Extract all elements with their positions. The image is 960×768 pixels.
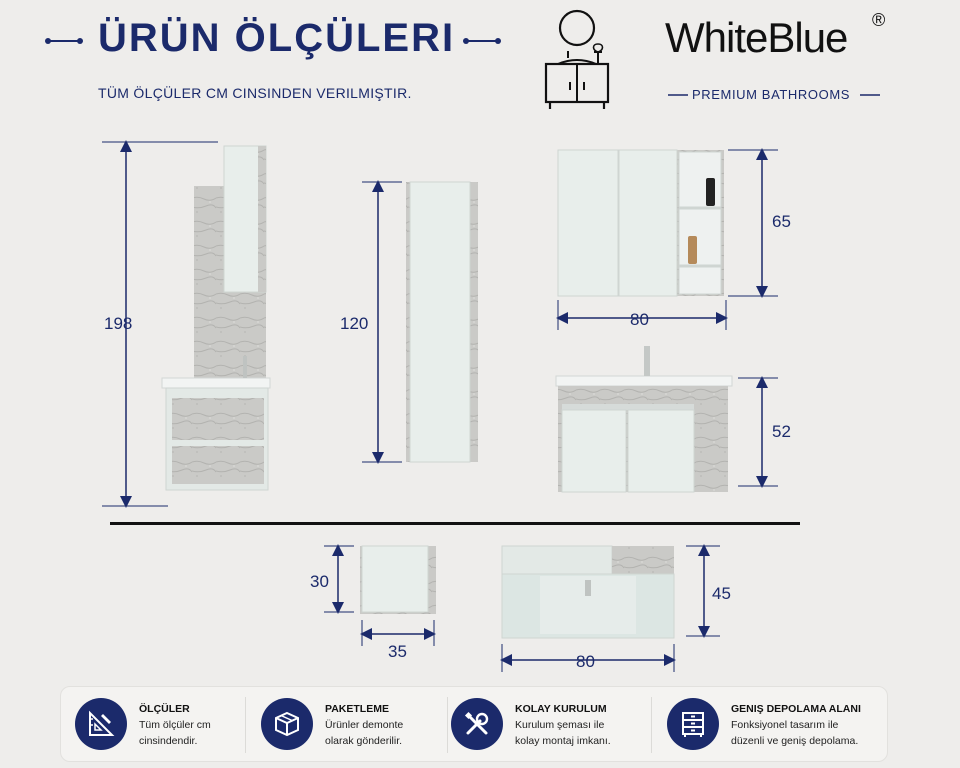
dim-small-cabinet-height: 30 xyxy=(310,572,329,591)
ruler-icon xyxy=(75,698,127,750)
vanity-icon xyxy=(544,9,610,109)
feature-desc-line1: Kurulum şeması ile xyxy=(515,719,605,731)
product-drawing xyxy=(102,140,778,672)
brand-tagline: PREMIUM BATHROOMS xyxy=(692,87,851,102)
base-cabinet-view xyxy=(555,346,733,493)
feature-desc-line2: kolay montaj imkanı. xyxy=(515,735,611,747)
feature-easy-install: KOLAY KURULUM Kurulum şeması ile kolay m… xyxy=(437,687,647,763)
dim-base-cabinet-height: 52 xyxy=(772,422,791,441)
tall-cabinet-view xyxy=(406,181,478,463)
tagline-line-right xyxy=(860,94,880,96)
dim-sink-top-width: 80 xyxy=(576,652,595,671)
feature-desc-line2: olarak gönderilir. xyxy=(325,735,403,747)
mirror-cabinet-view xyxy=(557,149,724,297)
tagline-line-left xyxy=(668,94,688,96)
sink-top-view xyxy=(501,545,675,639)
feature-desc-line2: düzenli ve geniş depolama. xyxy=(731,735,859,747)
feature-title: PAKETLEME xyxy=(325,703,389,715)
decor-dots-left xyxy=(45,38,83,44)
full-set-view xyxy=(161,145,271,491)
section-divider xyxy=(110,522,800,525)
feature-packaging: PAKETLEME Ürünler demonte olarak gönderi… xyxy=(247,687,447,763)
dim-small-cabinet-width: 35 xyxy=(388,642,407,661)
registered-mark: ® xyxy=(872,10,886,30)
dim-mirror-cabinet-width: 80 xyxy=(630,310,649,329)
feature-measurements: ÖLÇÜLER Tüm ölçüler cm cinsindendir. xyxy=(61,687,245,763)
feature-desc-line1: Ürünler demonte xyxy=(325,719,404,731)
dim-sink-top-height: 45 xyxy=(712,584,731,603)
feature-storage: GENIŞ DEPOLAMA ALANI Fonksiyonel tasarım… xyxy=(653,687,889,763)
feature-desc-line2: cinsindendir. xyxy=(139,735,198,747)
page-subtitle: TÜM ÖLÇÜLER CM CINSINDEN VERILMIŞTIR. xyxy=(98,85,412,101)
small-cabinet-view xyxy=(360,545,436,614)
feature-separator xyxy=(245,697,246,753)
feature-separator xyxy=(651,697,652,753)
features-bar: ÖLÇÜLER Tüm ölçüler cm cinsindendir. PAK… xyxy=(60,686,888,762)
feature-title: GENIŞ DEPOLAMA ALANI xyxy=(731,703,861,715)
page-title: ÜRÜN ÖLÇÜLERI xyxy=(98,16,456,60)
dim-total-height: 198 xyxy=(104,314,133,333)
drawer-icon xyxy=(667,698,719,750)
feature-title: ÖLÇÜLER xyxy=(139,703,190,715)
box-icon xyxy=(261,698,313,750)
feature-separator xyxy=(447,697,448,753)
feature-desc-line1: Fonksiyonel tasarım ile xyxy=(731,719,839,731)
dim-mirror-cabinet-height: 65 xyxy=(772,212,791,231)
tools-icon xyxy=(451,698,503,750)
brand-logo: WhiteBlue xyxy=(665,14,848,61)
feature-title: KOLAY KURULUM xyxy=(515,703,607,715)
decor-dots-right xyxy=(463,38,501,44)
dim-tall-cabinet-height: 120 xyxy=(340,314,369,333)
feature-desc-line1: Tüm ölçüler cm xyxy=(139,719,211,731)
